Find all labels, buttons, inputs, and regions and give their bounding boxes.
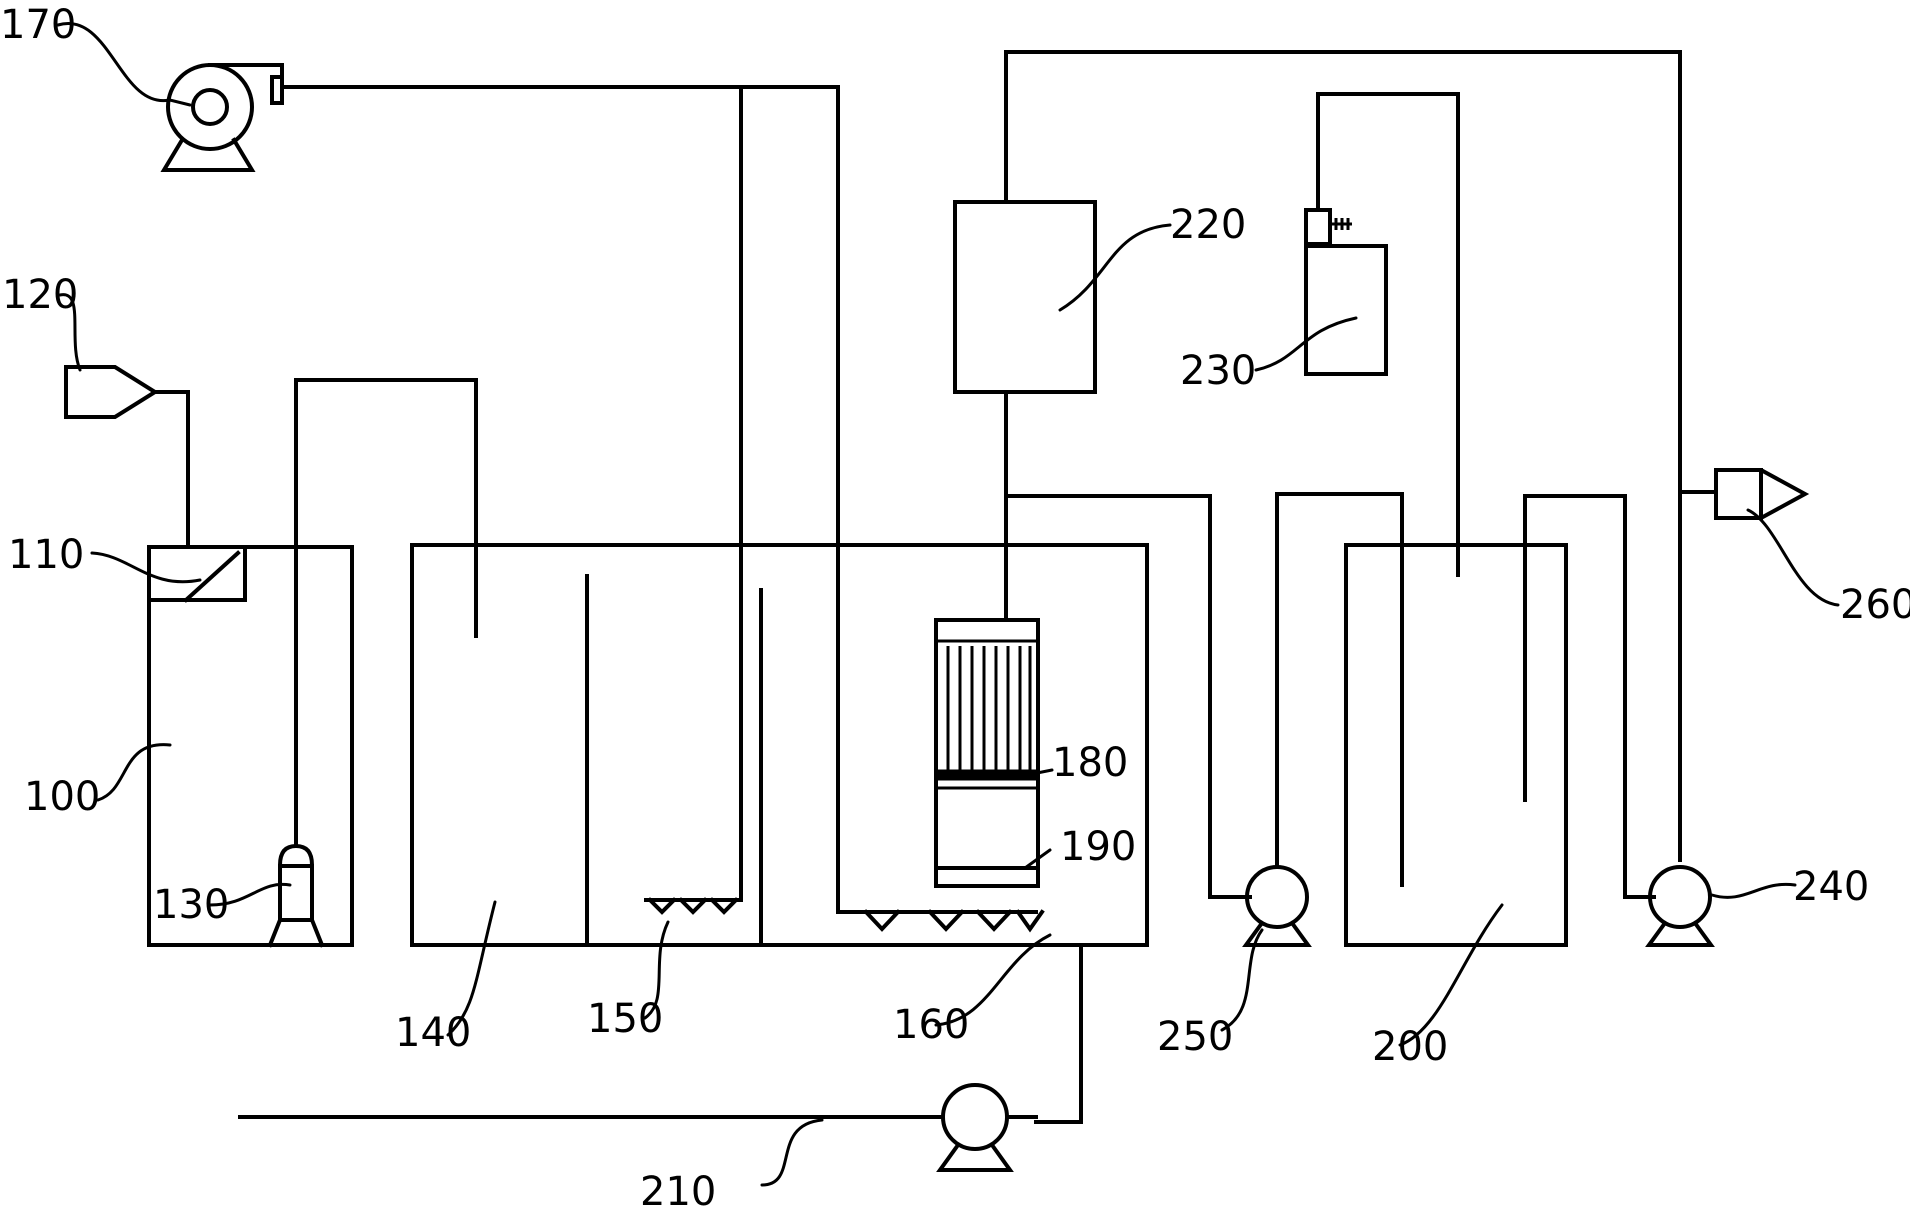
- label-230: 230: [1180, 348, 1256, 394]
- pump-240: [1645, 865, 1715, 947]
- label-220: 220: [1170, 202, 1246, 248]
- label-130: 130: [153, 882, 229, 928]
- pipe-200-to-240: [1523, 494, 1656, 899]
- membrane-module-180: [934, 618, 1040, 888]
- tank-100: [147, 545, 354, 947]
- pipe-250-to-200: [1275, 492, 1404, 887]
- label-110: 110: [8, 532, 84, 578]
- dosing-unit-230: [1304, 92, 1460, 577]
- hopper-120: [64, 365, 190, 549]
- screen-110: [147, 545, 247, 603]
- outlet-pipe: [1034, 943, 1083, 1124]
- air-main-pipe: [280, 85, 840, 914]
- top-loop-pipe: [1004, 50, 1682, 862]
- cartridge-260: [1678, 468, 1810, 520]
- label-170: 170: [0, 2, 76, 48]
- diffuser-150: [644, 897, 743, 915]
- submersible-pump-130: [267, 378, 478, 948]
- label-160: 160: [893, 1002, 969, 1048]
- label-190: 190: [1060, 824, 1136, 870]
- label-150: 150: [587, 996, 663, 1042]
- leader-lines: [56, 21, 1840, 1187]
- label-200: 200: [1372, 1024, 1448, 1070]
- label-180: 180: [1052, 740, 1128, 786]
- label-260: 260: [1840, 582, 1910, 628]
- pump-250: [1242, 865, 1312, 947]
- label-100: 100: [24, 774, 100, 820]
- pump-210: [936, 1083, 1014, 1172]
- label-140: 140: [395, 1010, 471, 1056]
- unit-220: [953, 200, 1097, 394]
- label-210: 210: [640, 1169, 716, 1212]
- aerator-160: [836, 909, 1045, 933]
- tank-200: [1344, 543, 1568, 947]
- pipe-to-250: [1004, 494, 1252, 899]
- label-120: 120: [2, 272, 78, 318]
- label-250: 250: [1157, 1014, 1233, 1060]
- blower-170: [160, 63, 284, 172]
- tank-main: [410, 543, 1149, 1124]
- label-240: 240: [1793, 864, 1869, 910]
